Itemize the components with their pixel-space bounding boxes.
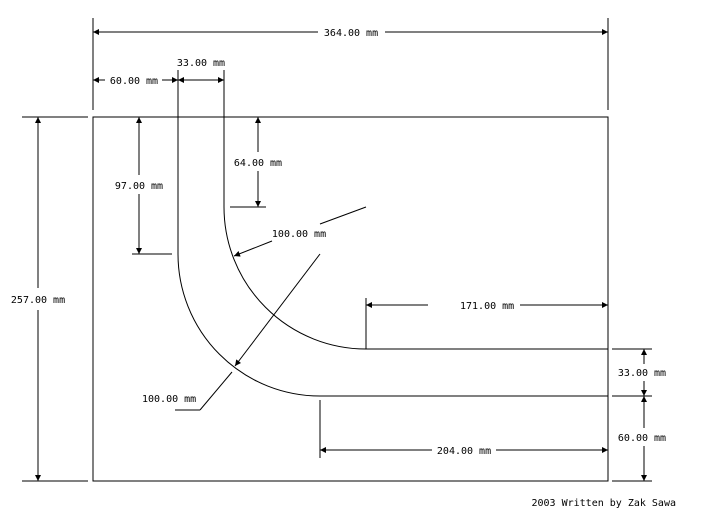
left-offset-dimension: 60.00 mm: [93, 70, 179, 117]
left-offset-label: 60.00 mm: [110, 76, 158, 87]
plate-outline: [92, 116, 609, 482]
inner-horizontal-dimension: 171.00 mm: [365, 298, 608, 349]
outer-radius-label: 100.00 mm: [142, 394, 196, 405]
height-label: 257.00 mm: [11, 295, 65, 306]
bottom-offset-label: 60.00 mm: [618, 433, 666, 444]
right-channel-width-dimension: 33.00 mm: [612, 348, 666, 397]
inner-vertical-label: 64.00 mm: [234, 158, 282, 169]
inner-radius-leader: 100.00 mm: [233, 206, 367, 257]
top-channel-width-label: 33.00 mm: [177, 58, 225, 69]
inner-vertical-dimension: 64.00 mm: [230, 117, 282, 208]
overall-width-label: 364.00 mm: [324, 28, 378, 39]
height-dimension: 257.00 mm: [11, 116, 88, 482]
bottom-offset-dimension: 60.00 mm: [612, 396, 666, 482]
outer-radius-leader: 100.00 mm: [142, 253, 321, 411]
channel-inner-edge: [223, 117, 608, 350]
outer-vertical-dimension: 97.00 mm: [115, 117, 172, 255]
credit-text: 2003 Written by Zak Sawa: [532, 498, 677, 509]
outer-horizontal-label: 204.00 mm: [437, 446, 491, 457]
top-channel-width-dimension: 33.00 mm: [177, 58, 225, 117]
inner-radius-label: 100.00 mm: [272, 229, 326, 240]
outer-vertical-label: 97.00 mm: [115, 181, 163, 192]
channel-outer-edge: [177, 117, 608, 397]
overall-width-dimension: 364.00 mm: [92, 18, 609, 110]
inner-horizontal-label: 171.00 mm: [460, 301, 514, 312]
right-channel-width-label: 33.00 mm: [618, 368, 666, 379]
outer-horizontal-dimension: 204.00 mm: [319, 400, 608, 458]
